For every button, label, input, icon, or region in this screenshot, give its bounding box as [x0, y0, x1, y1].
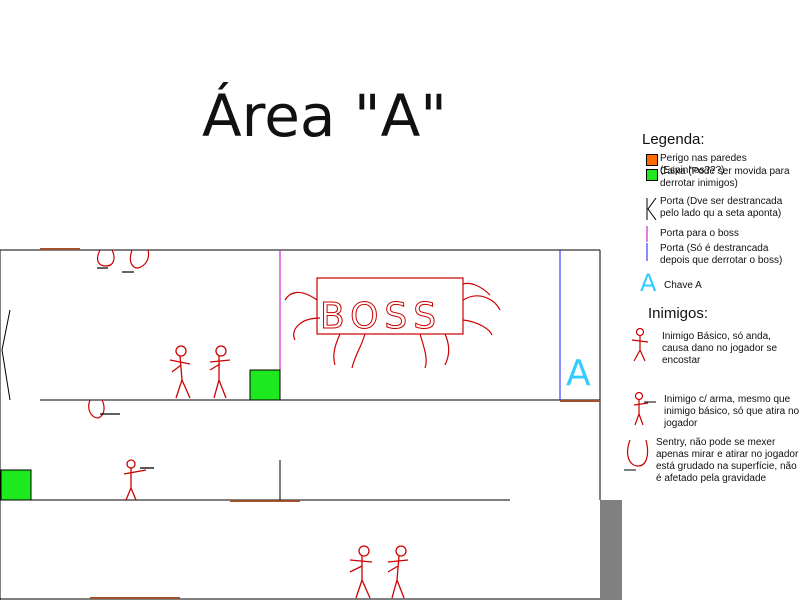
sentry-enemy [88, 399, 120, 419]
basic-enemy [387, 545, 409, 599]
boss-door-icon [646, 226, 648, 242]
legend-item-sentry: Sentry, não pode se mexer apenas mirar e… [656, 437, 799, 484]
enemies-heading: Inimigos: [648, 305, 709, 322]
armed-enemy-icon [633, 392, 656, 426]
key-a: A [566, 353, 591, 394]
locked-door-arrow [1, 309, 11, 401]
locked-door-icon [646, 243, 648, 261]
basic-enemy [169, 345, 191, 399]
armed-enemy [123, 459, 154, 501]
gray-wall-block [600, 500, 622, 600]
walls [0, 249, 601, 600]
crate [249, 369, 281, 401]
legend-item-hazard: Perigo nas paredes (Espinhos???) [660, 153, 747, 176]
legend-item-locked-door: Porta (Só é destrancada depois que derro… [660, 243, 783, 266]
key-icon: A [640, 269, 657, 297]
sentry-enemy [96, 249, 115, 269]
legend-item-boss-door: Porta para o boss [660, 228, 739, 239]
boss [284, 277, 501, 369]
legend-item-crate: Caixa (Pode ser movida para derrotar ini… [660, 166, 790, 189]
crate [0, 469, 32, 501]
door-arrow-icon [646, 198, 657, 220]
crate-swatch [646, 169, 658, 181]
legend-item-armed-enemy: Inimigo c/ arma, mesmo que inimigo básic… [664, 394, 800, 429]
basic-enemy [349, 545, 373, 599]
legend-item-key: Chave A [664, 280, 702, 291]
basic-enemy-icon [631, 328, 649, 362]
boss-label: BOSS [320, 296, 442, 337]
legend-item-door: Porta (Dve ser destrancada pelo lado qu … [660, 196, 783, 219]
spike-hazards [40, 248, 600, 599]
basic-enemy [209, 345, 231, 399]
legend-heading: Legenda: [642, 131, 705, 148]
legend-item-basic-enemy: Inimigo Básico, só anda, causa dano no j… [662, 331, 778, 366]
sentry-icon [624, 439, 649, 471]
hazard-swatch [646, 154, 658, 166]
page-title: Área "A" [202, 82, 447, 150]
sentry-enemy [122, 249, 150, 273]
